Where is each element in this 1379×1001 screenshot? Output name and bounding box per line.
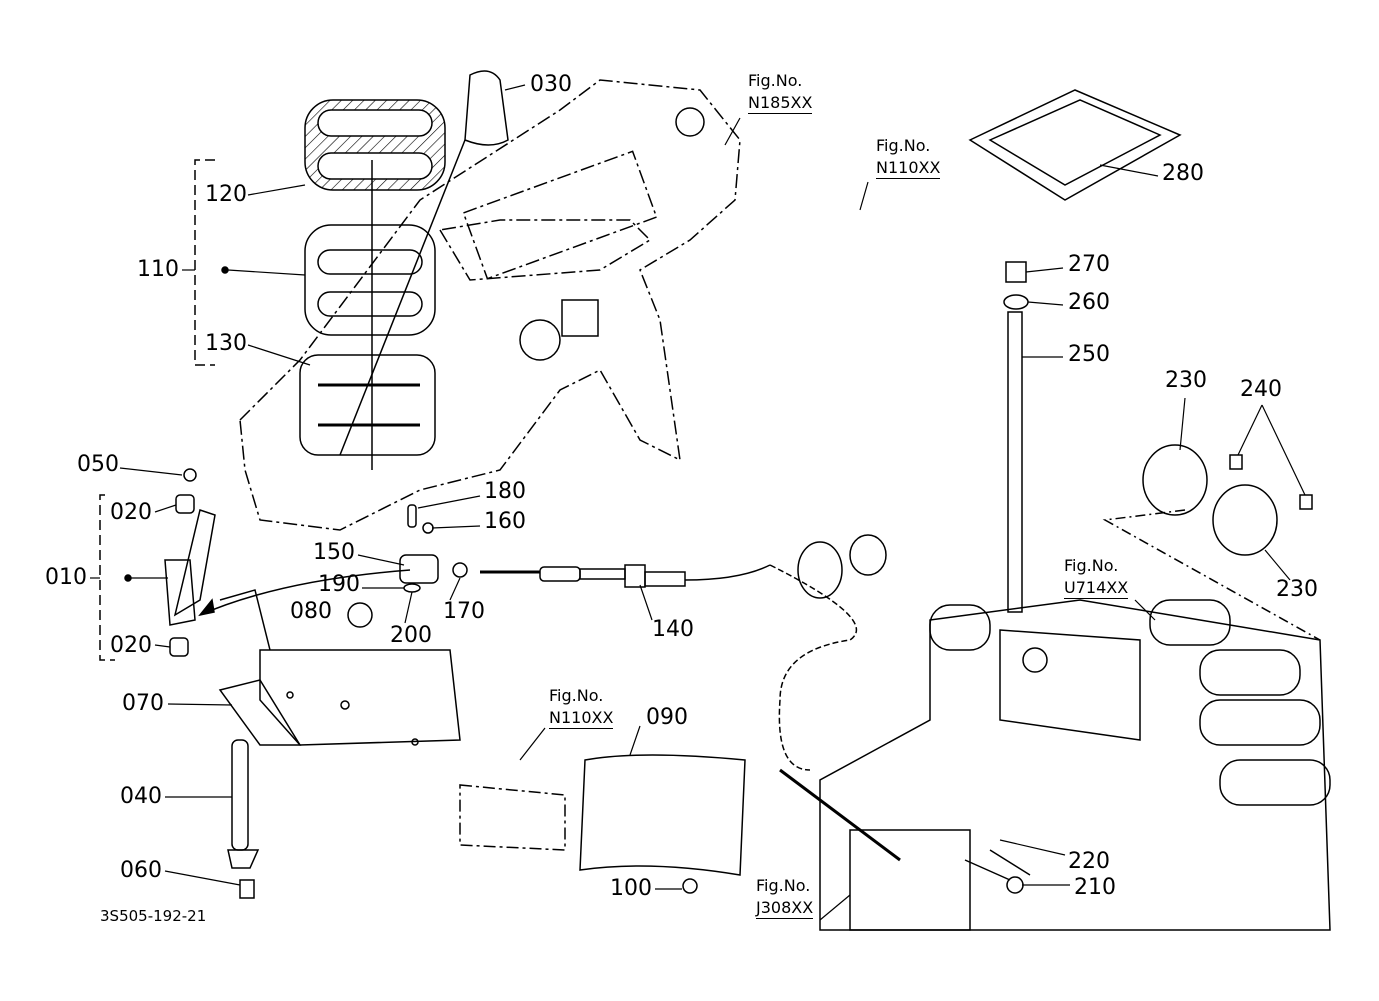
figure-ref-u714xx[interactable]: Fig.No. U714XX [1064, 555, 1129, 600]
washer-260 [1003, 294, 1029, 310]
part-label-040: 040 [120, 784, 162, 809]
part-label-100: 100 [610, 876, 652, 901]
lever-010 [173, 509, 216, 617]
part-label-270: 270 [1068, 252, 1110, 277]
part-label-060: 060 [120, 858, 162, 883]
part-label-030: 030 [530, 72, 572, 97]
part-label-050: 050 [77, 452, 119, 477]
pin-040 [231, 739, 249, 851]
solenoid-230b [1212, 484, 1278, 556]
valve-block [819, 599, 1331, 931]
nut-080 [347, 602, 373, 628]
part-label-230b: 230 [1276, 577, 1318, 602]
figure-ref-label: Fig.No. [1064, 556, 1119, 575]
figure-ref-number[interactable]: J308XX [756, 897, 814, 920]
console-hole [675, 107, 705, 137]
part-label-010: 010 [45, 565, 87, 590]
part-label-280: 280 [1162, 161, 1204, 186]
part-label-230: 230 [1165, 368, 1207, 393]
part-label-210: 210 [1074, 875, 1116, 900]
part-label-080: 080 [290, 599, 332, 624]
cable-140 [539, 566, 581, 582]
part-label-130: 130 [205, 331, 247, 356]
part-label-220: 220 [1068, 849, 1110, 874]
figure-ref-label: Fig.No. [876, 136, 931, 155]
figure-ref-number[interactable]: N110XX [549, 707, 614, 730]
figure-ref-label: Fig.No. [756, 876, 811, 895]
part-label-150: 150 [313, 540, 355, 565]
part-label-200: 200 [390, 623, 432, 648]
cover-090 [579, 754, 746, 876]
plate-110 [304, 224, 436, 336]
figure-ref-label: Fig.No. [549, 686, 604, 705]
figure-ref-j308xx[interactable]: Fig.No. J308XX [756, 875, 814, 920]
figure-ref-n110xx-b[interactable]: Fig.No. N110XX [549, 685, 614, 730]
manual-280 [968, 89, 1182, 201]
figure-ref-n185xx[interactable]: Fig.No. N185XX [748, 70, 813, 115]
nut-270 [1005, 261, 1027, 283]
clevis-150 [399, 554, 439, 584]
part-label-140: 140 [652, 617, 694, 642]
leader-lines [90, 84, 1306, 921]
solenoid-230 [1142, 444, 1208, 516]
bolt-060 [239, 879, 255, 899]
figure-ref-number[interactable]: N110XX [876, 157, 941, 180]
part-label-190: 190 [318, 572, 360, 597]
part-label-110: 110 [137, 257, 179, 282]
part-label-160: 160 [484, 509, 526, 534]
knob-030 [464, 70, 509, 146]
console-panel [239, 79, 741, 531]
part-label-090: 090 [646, 705, 688, 730]
drawing-number: 3S505-192-21 [100, 907, 207, 925]
part-label-170: 170 [443, 599, 485, 624]
figure-ref-number[interactable]: U714XX [1064, 577, 1129, 600]
bracket-070 [259, 649, 461, 746]
part-label-180: 180 [484, 479, 526, 504]
plate-130 [299, 354, 436, 456]
part-label-260: 260 [1068, 290, 1110, 315]
figure-ref-label: Fig.No. [748, 71, 803, 90]
part-label-070: 070 [122, 691, 164, 716]
part-label-020b: 020 [110, 633, 152, 658]
part-label-240: 240 [1240, 377, 1282, 402]
part-label-020: 020 [110, 500, 152, 525]
figure-ref-number[interactable]: N185XX [748, 92, 813, 115]
rod-250 [1007, 311, 1023, 613]
part-label-250: 250 [1068, 342, 1110, 367]
part-label-120: 120 [205, 182, 247, 207]
figure-ref-n110xx[interactable]: Fig.No. N110XX [876, 135, 941, 180]
